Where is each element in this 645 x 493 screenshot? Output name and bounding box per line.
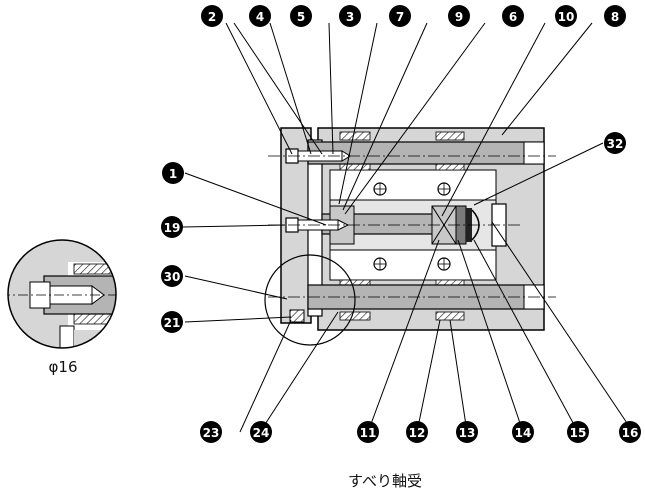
callout-9: 9 xyxy=(448,5,470,27)
svg-text:3: 3 xyxy=(346,10,354,24)
callout-4: 4 xyxy=(249,5,271,27)
svg-text:32: 32 xyxy=(607,137,624,151)
svg-text:21: 21 xyxy=(164,316,181,330)
detail-inset xyxy=(7,239,117,349)
figure-caption: すべり軸受 xyxy=(348,472,422,490)
svg-text:15: 15 xyxy=(570,426,587,440)
port-holes xyxy=(373,182,451,271)
svg-text:12: 12 xyxy=(409,426,426,440)
callout-11: 11 xyxy=(357,421,379,443)
svg-text:24: 24 xyxy=(253,426,270,440)
callout-6: 6 xyxy=(502,5,524,27)
svg-text:9: 9 xyxy=(455,10,463,24)
svg-text:10: 10 xyxy=(558,10,575,24)
callout-10: 10 xyxy=(555,5,577,27)
callout-5: 5 xyxy=(290,5,312,27)
callout-16: 16 xyxy=(619,421,641,443)
svg-text:7: 7 xyxy=(396,10,404,24)
callout-19: 19 xyxy=(161,216,183,238)
svg-text:11: 11 xyxy=(360,426,377,440)
callout-13: 13 xyxy=(456,421,478,443)
svg-text:23: 23 xyxy=(203,426,220,440)
callout-3: 3 xyxy=(339,5,361,27)
svg-text:4: 4 xyxy=(256,10,264,24)
svg-text:8: 8 xyxy=(611,10,619,24)
callout-30: 30 xyxy=(161,265,183,287)
svg-text:13: 13 xyxy=(459,426,476,440)
callout-1: 1 xyxy=(162,162,184,184)
callout-23: 23 xyxy=(200,421,222,443)
callout-24: 24 xyxy=(250,421,272,443)
callout-8: 8 xyxy=(604,5,626,27)
callout-32: 32 xyxy=(604,132,626,154)
svg-text:6: 6 xyxy=(509,10,517,24)
svg-text:2: 2 xyxy=(208,10,216,24)
svg-text:5: 5 xyxy=(297,10,305,24)
svg-text:19: 19 xyxy=(164,221,181,235)
callout-12: 12 xyxy=(406,421,428,443)
callout-21: 21 xyxy=(161,311,183,333)
callout-badges: 2 4 5 3 7 9 6 10 8 32 1 19 30 21 23 24 1… xyxy=(161,5,641,443)
center-lines xyxy=(268,155,556,298)
leader-lines xyxy=(182,22,634,433)
detail-marker-circle xyxy=(264,254,356,346)
svg-text:30: 30 xyxy=(164,270,181,284)
callout-2: 2 xyxy=(201,5,223,27)
svg-text:16: 16 xyxy=(622,426,639,440)
svg-text:14: 14 xyxy=(515,426,532,440)
callout-14: 14 xyxy=(512,421,534,443)
callout-15: 15 xyxy=(567,421,589,443)
callout-7: 7 xyxy=(389,5,411,27)
detail-caption: φ16 xyxy=(49,358,78,376)
svg-text:1: 1 xyxy=(169,167,177,181)
